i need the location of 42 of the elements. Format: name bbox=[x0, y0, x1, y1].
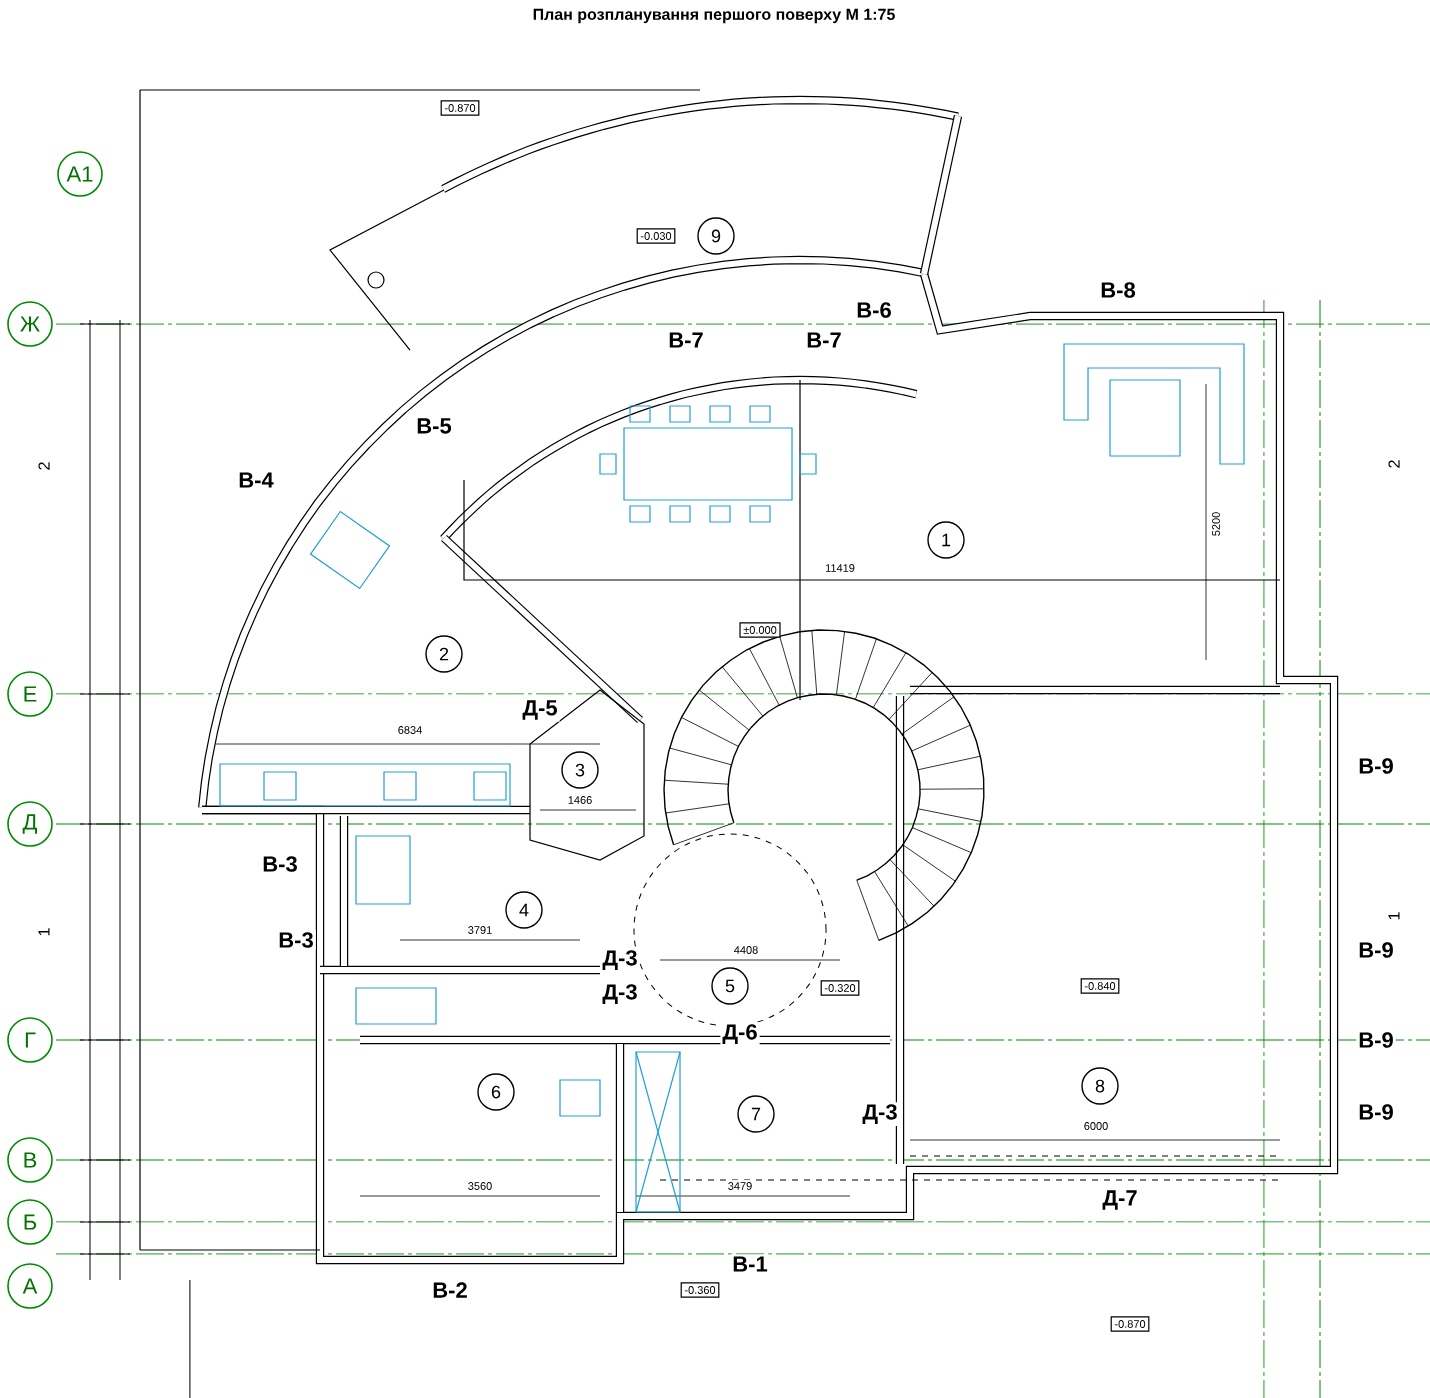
axis-bubble: А bbox=[7, 1263, 53, 1309]
opening-label: В-9 bbox=[1356, 940, 1396, 960]
room-number: 9 bbox=[697, 217, 735, 255]
section-mark: 2 bbox=[36, 459, 52, 473]
opening-label: Д-6 bbox=[720, 1022, 760, 1046]
opening-label: В-7 bbox=[804, 330, 844, 350]
opening-label: В-2 bbox=[430, 1280, 470, 1300]
opening-label: В-9 bbox=[1356, 756, 1396, 776]
room-number: 2 bbox=[425, 635, 463, 673]
axis-bubble: Д bbox=[7, 801, 53, 847]
section-mark: 2 bbox=[1386, 457, 1402, 471]
room-number: 3 bbox=[561, 751, 599, 789]
axis-bubble: Г bbox=[7, 1017, 53, 1063]
opening-label: Д-3 bbox=[860, 1102, 900, 1126]
opening-label: В-9 bbox=[1356, 1030, 1396, 1050]
opening-label: В-1 bbox=[730, 1254, 770, 1274]
room-number: 4 bbox=[505, 891, 543, 929]
opening-label: В-7 bbox=[666, 330, 706, 350]
opening-label: В-3 bbox=[260, 854, 300, 874]
opening-label: В-3 bbox=[276, 930, 316, 950]
room-number: 7 bbox=[737, 1095, 775, 1133]
room-number: 8 bbox=[1081, 1067, 1119, 1105]
opening-label: Д-3 bbox=[600, 982, 640, 1006]
opening-label: Д-3 bbox=[600, 948, 640, 972]
axis-bubble: Е bbox=[7, 671, 53, 717]
room-number: 1 bbox=[927, 521, 965, 559]
opening-label: В-5 bbox=[414, 416, 454, 436]
section-mark: 1 bbox=[36, 925, 52, 939]
opening-label: В-9 bbox=[1356, 1102, 1396, 1122]
section-mark: 1 bbox=[1386, 909, 1402, 923]
opening-label: В-8 bbox=[1098, 280, 1138, 300]
opening-label: В-6 bbox=[854, 300, 894, 320]
axis-bubble: А1 bbox=[57, 151, 103, 197]
room-number: 6 bbox=[477, 1073, 515, 1111]
axis-bubble: Б bbox=[7, 1199, 53, 1245]
opening-label: Д-7 bbox=[1100, 1188, 1140, 1212]
title: План розпланування першого поверху М 1:75 bbox=[533, 8, 895, 24]
room-number: 5 bbox=[711, 967, 749, 1005]
opening-label: В-4 bbox=[236, 470, 276, 490]
opening-label: Д-5 bbox=[520, 698, 560, 722]
axis-bubble: В bbox=[7, 1137, 53, 1183]
axis-bubble: Ж bbox=[7, 301, 53, 347]
